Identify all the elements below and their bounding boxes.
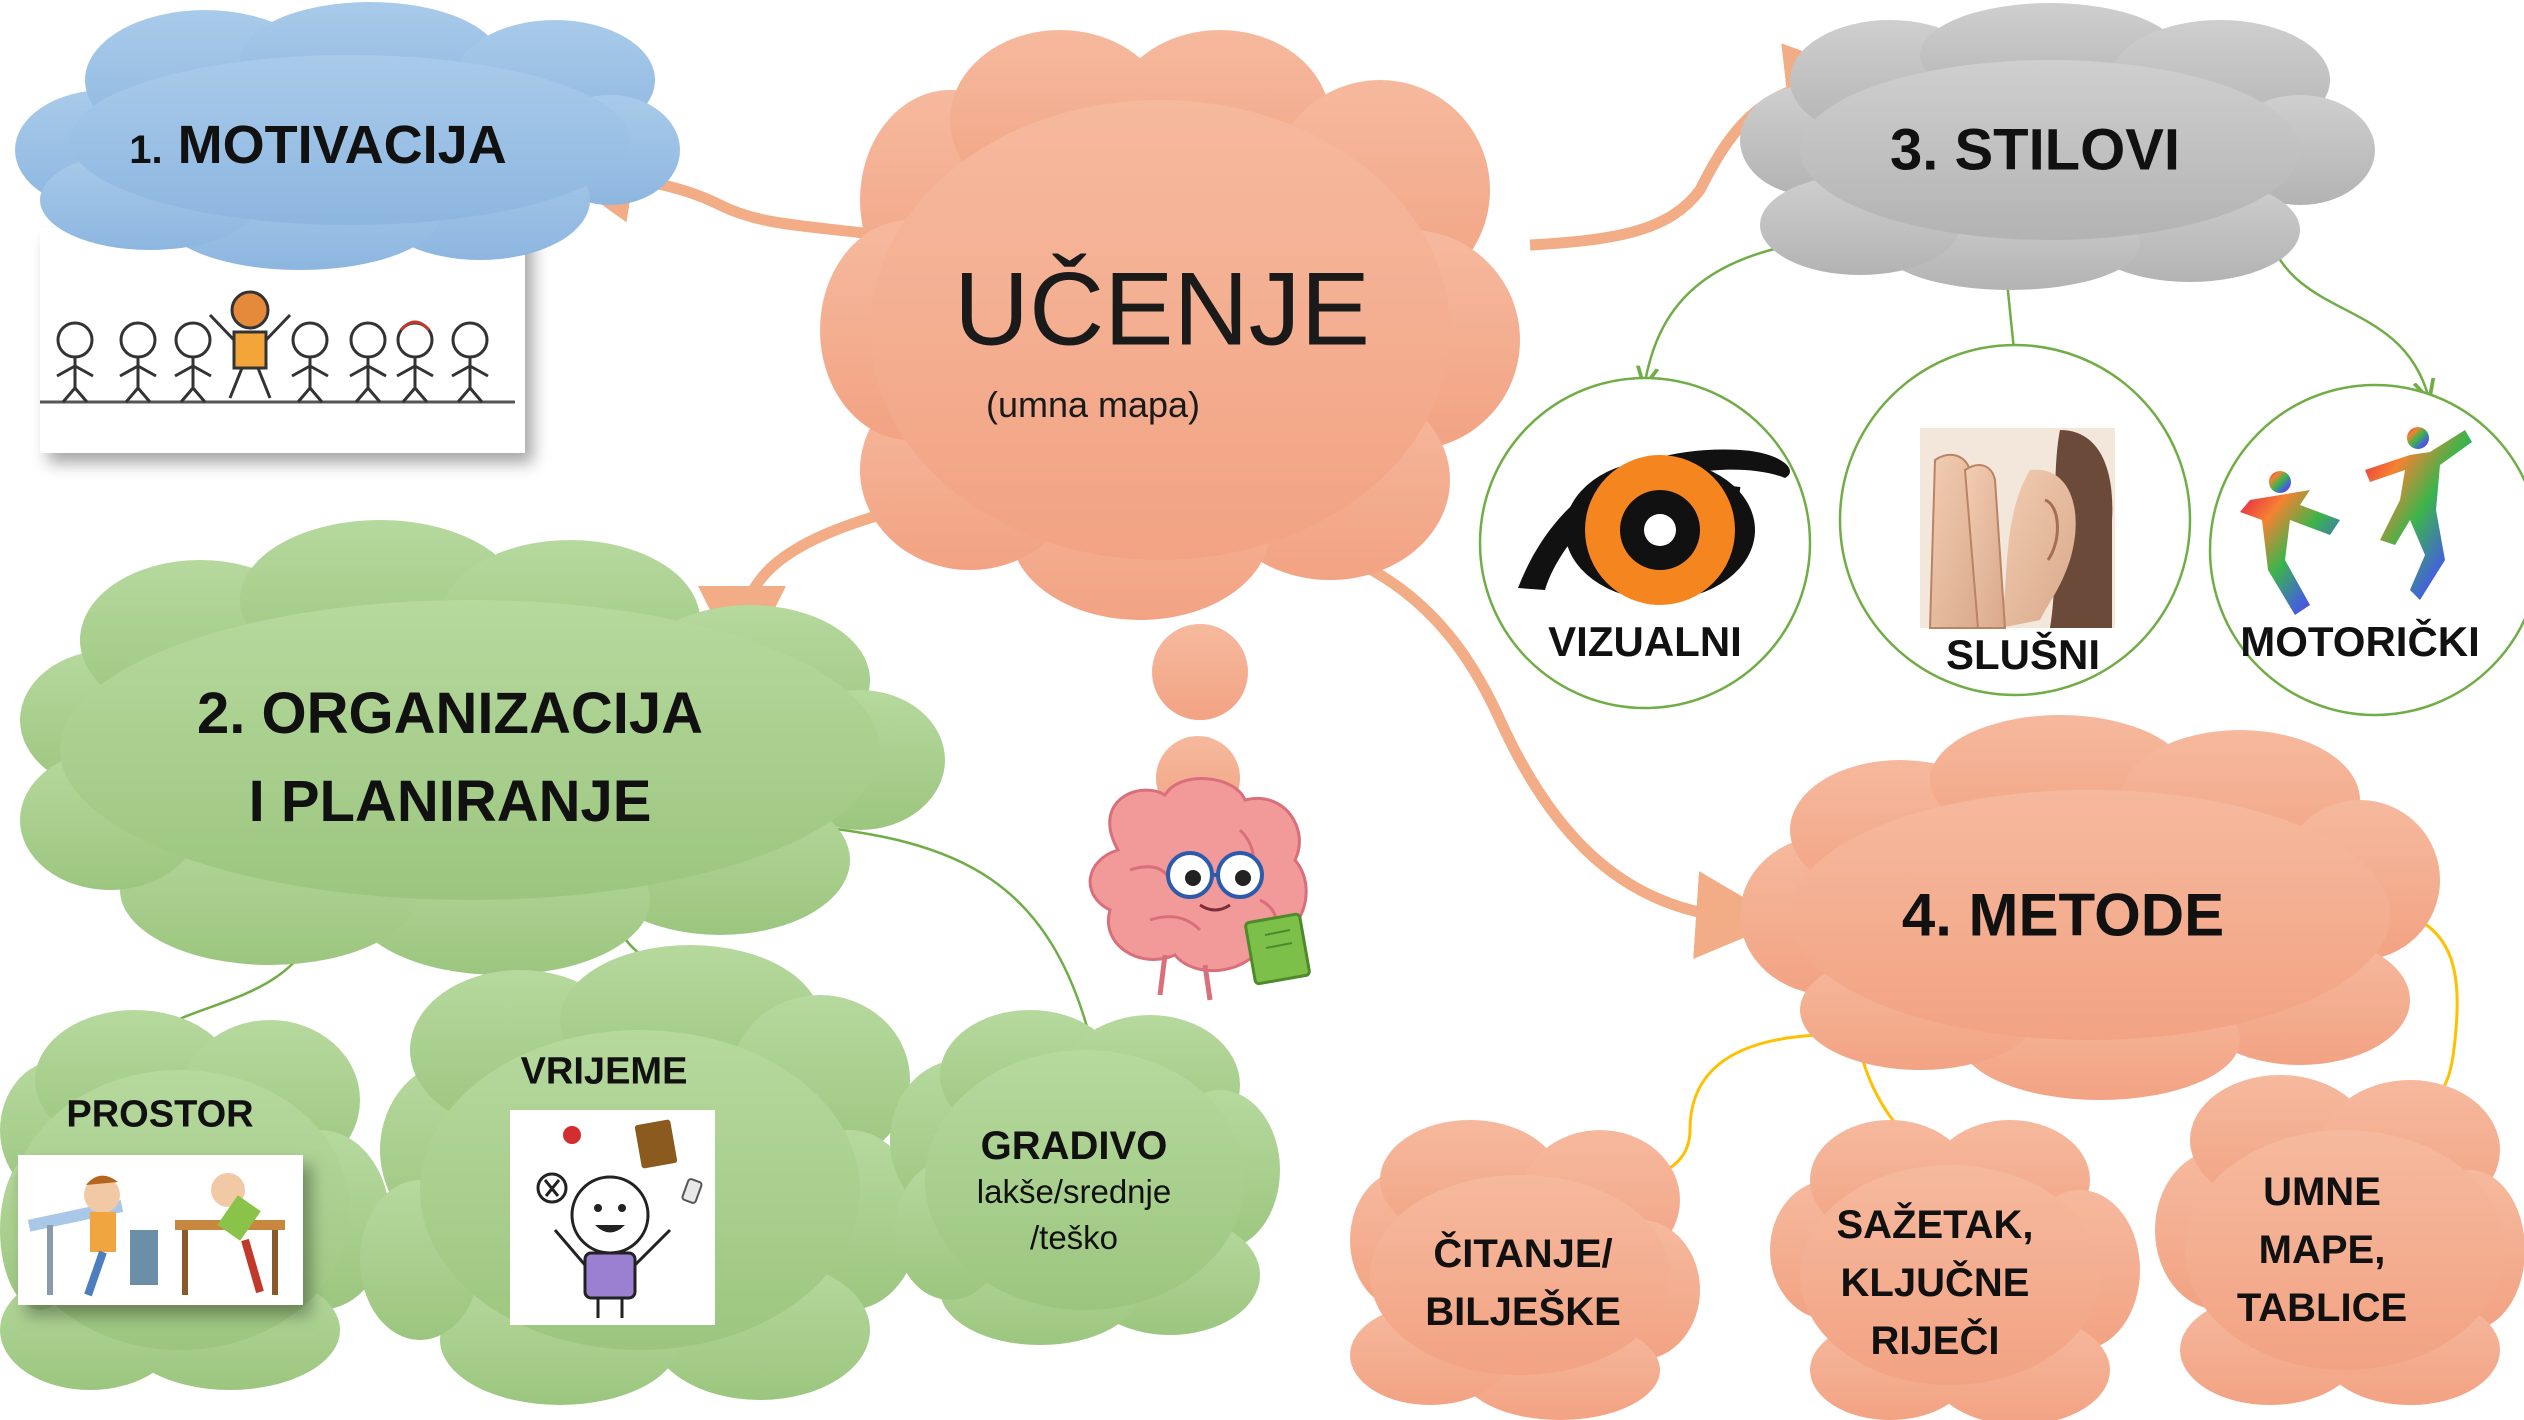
material-label: GRADIVO lakše/srednje /teško [977, 1123, 1171, 1261]
summary-line-1: SAŽETAK, [1836, 1203, 2034, 1247]
material-detail-1: lakše/srednje [976, 1173, 1172, 1210]
styles-cloud[interactable] [1740, 3, 2375, 290]
reading-line-2: BILJEŠKE [1425, 1290, 1621, 1334]
connector-styles-motor [2268, 239, 2428, 395]
material-title: GRADIVO [980, 1124, 1168, 1168]
organization-title: 2. ORGANIZACIJA I PLANIRANJE [197, 670, 703, 846]
reading-label: ČITANJE/ BILJEŠKE [1425, 1225, 1621, 1341]
maps-line-3: TABLICE [2236, 1286, 2408, 1330]
stick-figures-icon [40, 290, 515, 404]
material-detail-2: /teško [1029, 1219, 1119, 1256]
maps-cloud[interactable] [2155, 1075, 2524, 1405]
organization-title-line1: 2. ORGANIZACIJA [197, 681, 703, 746]
motor-style-circle[interactable] [2208, 383, 2524, 717]
maps-line-2: MAPE, [2258, 1228, 2386, 1272]
motivation-title: 1. MOTIVACIJA [129, 114, 506, 176]
motivation-cloud[interactable] [15, 2, 680, 270]
reading-cloud[interactable] [1350, 1120, 1700, 1420]
material-cloud[interactable] [890, 1010, 1280, 1345]
motivation-number: 1. [129, 128, 163, 172]
juggling-figure-icon [510, 1110, 715, 1325]
center-title: UČENJE [953, 251, 1371, 368]
summary-label: SAŽETAK, KLJUČNE RIJEČI [1836, 1196, 2033, 1370]
space-label: PROSTOR [66, 1093, 254, 1136]
dancers-icon [2240, 427, 2472, 615]
auditory-label: SLUŠNI [1945, 631, 2101, 678]
summary-cloud[interactable] [1770, 1120, 2140, 1420]
methods-title: 4. METODE [1901, 881, 2225, 949]
maps-line-1: UMNE [2263, 1170, 2381, 1214]
organization-cloud[interactable] [20, 520, 945, 975]
reading-line-1: ČITANJE/ [1433, 1232, 1613, 1276]
styles-title: 3. STILOVI [1889, 117, 2181, 183]
brain-reading-icon [1088, 777, 1311, 1001]
motivation-label: MOTIVACIJA [177, 115, 507, 175]
connector-org-material [799, 823, 1092, 1045]
ear-icon [1920, 428, 2115, 629]
summary-line-2: KLJUČNE [1840, 1261, 2030, 1305]
maps-label: UMNE MAPE, TABLICE [2237, 1163, 2407, 1337]
desk-kids-drawing [27, 1173, 285, 1297]
center-cloud[interactable] [820, 30, 1520, 620]
summary-line-3: RIJEČI [1870, 1319, 2000, 1363]
organization-title-line2: I PLANIRANJE [248, 769, 652, 834]
center-subtitle: (umna mapa) [985, 384, 1201, 425]
visual-label: VIZUALNI [1548, 618, 1742, 665]
eye-icon [1518, 449, 1790, 605]
motor-label: MOTORIČKI [2240, 618, 2480, 665]
time-label: VRIJEME [520, 1050, 688, 1093]
methods-cloud[interactable] [1740, 715, 2440, 1100]
